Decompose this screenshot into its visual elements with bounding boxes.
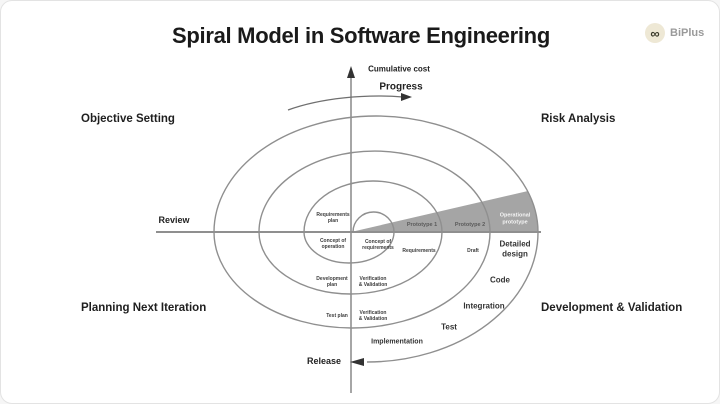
verification-validation-upper-label: Verification & Validation: [359, 276, 388, 288]
cumulative-cost-label: Cumulative cost: [368, 64, 430, 74]
verification-validation-upper-line2: & Validation: [358, 282, 388, 288]
verification-validation-lower-label: Verification & Validation: [359, 310, 388, 322]
requirements-plan-line2: plan: [327, 218, 339, 224]
detailed-design-label: Detailed design: [499, 239, 530, 258]
progress-label: Progress: [379, 81, 423, 93]
concept-of-requirements-line1: Concept of: [364, 239, 392, 245]
code-label: Code: [490, 275, 510, 285]
operational-prototype-label: Operational prototype: [500, 212, 531, 225]
spiral-path: [213, 115, 539, 363]
concept-of-requirements-line2: requirements: [362, 245, 394, 251]
concept-of-requirements-label: Concept of requirements: [362, 239, 394, 251]
requirements-plan-line1: Requirements: [316, 212, 350, 218]
quadrant-risk-analysis: Risk Analysis: [541, 113, 616, 125]
draft-label: Draft: [467, 248, 479, 254]
detailed-design-line1: Detailed: [499, 239, 531, 249]
prototype-1-label: Prototype 1: [406, 222, 438, 228]
concept-of-operation-label: Concept of operation: [320, 238, 346, 250]
test-label: Test: [441, 322, 457, 332]
requirements-label: Requirements: [402, 248, 436, 254]
development-plan-line2: plan: [326, 282, 338, 288]
brand-name: BiPlus: [670, 27, 705, 39]
review-label: Review: [158, 215, 190, 225]
cumulative-cost-arrow-icon: [347, 66, 355, 78]
operational-prototype-line2: prototype: [502, 219, 528, 225]
progress-arrow-icon: [401, 93, 412, 101]
verification-validation-lower-line2: & Validation: [358, 316, 388, 322]
progress-arrow-curve: [287, 95, 404, 111]
shaded-sector-wedge: [351, 191, 539, 232]
concept-of-operation-line2: operation: [321, 244, 345, 250]
verification-validation-upper-line1: Verification: [359, 276, 387, 282]
requirements-plan-label: Requirements plan: [316, 212, 349, 224]
quadrant-development-validation: Development & Validation: [541, 302, 683, 314]
verification-validation-lower-line1: Verification: [359, 310, 387, 316]
release-label: Release: [306, 356, 342, 366]
brand-logo: ∞ BiPlus: [645, 23, 704, 43]
quadrant-planning-next-iteration: Planning Next Iteration: [81, 302, 207, 314]
release-arrow-icon: [350, 358, 364, 366]
detailed-design-line2: design: [502, 249, 528, 258]
infinity-glasses-icon: ∞: [645, 23, 665, 43]
development-plan-label: Development plan: [316, 276, 347, 288]
integration-label: Integration: [463, 301, 505, 311]
development-plan-line1: Development: [316, 276, 348, 282]
operational-prototype-line1: Operational: [499, 212, 531, 219]
prototype-2-label: Prototype 2: [454, 222, 486, 228]
test-plan-label: Test plan: [326, 313, 348, 319]
concept-of-operation-line1: Concept of: [319, 238, 347, 244]
quadrant-objective-setting: Objective Setting: [81, 113, 175, 125]
page-title: Spiral Model in Software Engineering: [172, 23, 550, 48]
implementation-label: Implementation: [371, 338, 423, 346]
